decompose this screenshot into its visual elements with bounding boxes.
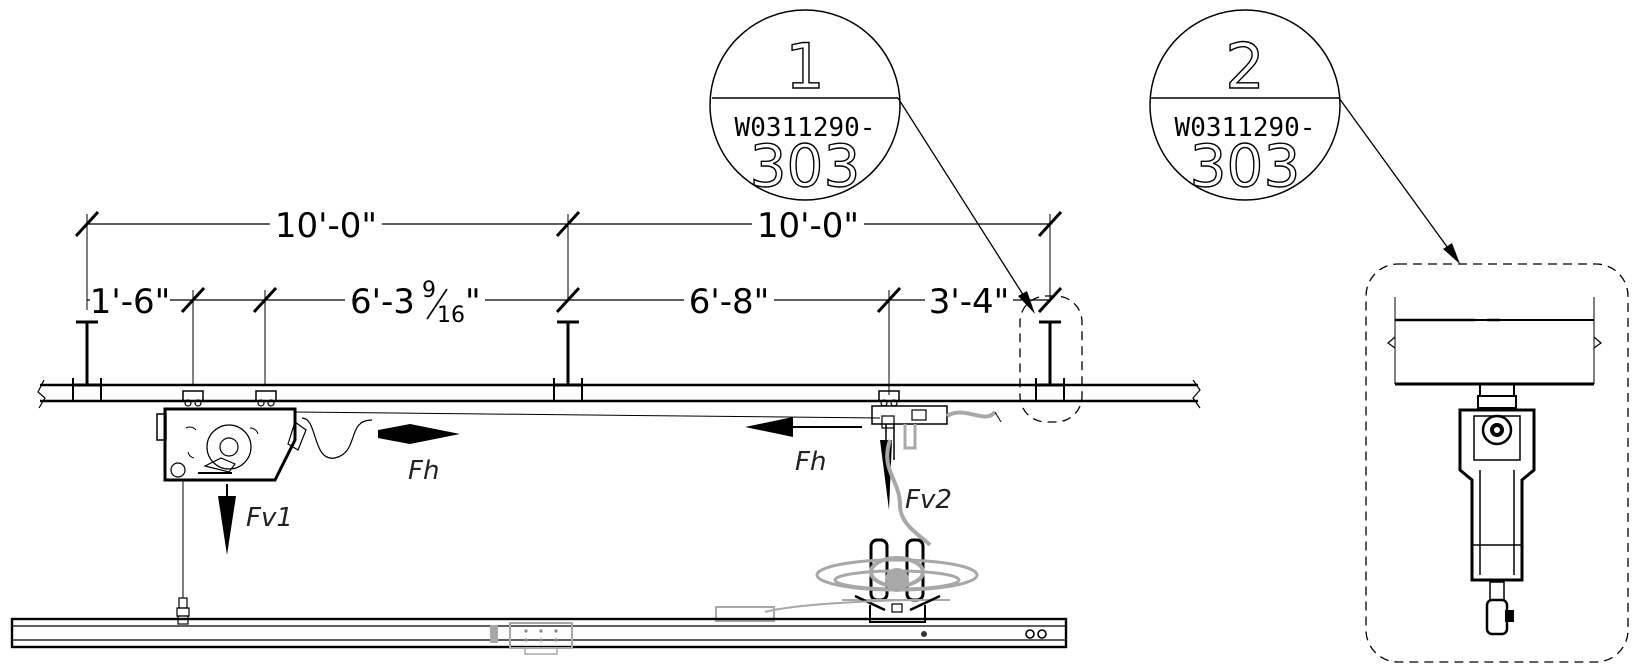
force-fv2-label: Fv2 (905, 485, 952, 515)
support-beam-1 (72, 320, 102, 400)
dim-bottom-4: 3'-4" (929, 282, 1010, 322)
dim-bottom-3: 6'-8" (689, 282, 770, 322)
dim-bottom-1: 1'-6" (90, 282, 171, 322)
dim-top-1: 10'-0" (275, 206, 377, 246)
bottom-dimension-chain (87, 270, 1063, 395)
detail-2-view (1365, 263, 1629, 663)
support-beam-2 (553, 320, 583, 400)
hook-block-left (176, 597, 190, 617)
top-dimension-chain (74, 204, 1063, 310)
callout-1-drawing-ref: W0311290- (735, 113, 876, 143)
callout-2-arrowhead (1443, 243, 1460, 264)
dim-top-2: 10'-0" (757, 206, 859, 246)
force-fh-right-arrow (745, 417, 793, 437)
callout-2-number: 2 (1225, 30, 1264, 103)
callout-2-leader (1338, 97, 1454, 256)
callout-2-drawing-ref: W0311290- (1175, 113, 1316, 143)
force-fh-left-label: Fh (408, 456, 439, 486)
svg-text:6'-3: 6'-3 (350, 282, 415, 322)
callout-1-sheet: 303 (750, 132, 861, 200)
dim-bottom-2: 6'-3 9 16 " (350, 278, 481, 328)
callout-1-arrowhead (1018, 291, 1035, 314)
dim-bottom-2-fraction-den: 16 (437, 303, 465, 328)
force-fv1-arrow (218, 496, 236, 555)
force-fh-right-label: Fh (795, 447, 826, 477)
force-fv1-label: Fv1 (246, 503, 293, 533)
hoist-power-cable (294, 411, 881, 419)
festoon-cable-hanger (715, 424, 979, 623)
hoist-unit (156, 407, 373, 482)
lower-bridge-beam (10, 615, 1068, 655)
force-fh-left-arrow (378, 424, 460, 444)
runway-beam (37, 379, 1201, 409)
detail-1-boundary (1019, 295, 1083, 423)
detail-callout-1: 1 W0311290- 303 (709, 9, 901, 201)
detail-callout-2: 2 W0311290- 303 (1149, 9, 1341, 201)
callout-1-number: 1 (785, 30, 824, 103)
cable-carrier (871, 405, 1002, 450)
support-beam-3 (1035, 320, 1065, 400)
callout-1-leader (897, 97, 1030, 305)
callout-2-sheet: 303 (1190, 132, 1301, 200)
dim-bottom-2-fraction-num: 9 (422, 278, 436, 303)
trolley-wheels-left (182, 390, 277, 407)
dim-bottom-2-inch-mark: " (465, 282, 481, 322)
